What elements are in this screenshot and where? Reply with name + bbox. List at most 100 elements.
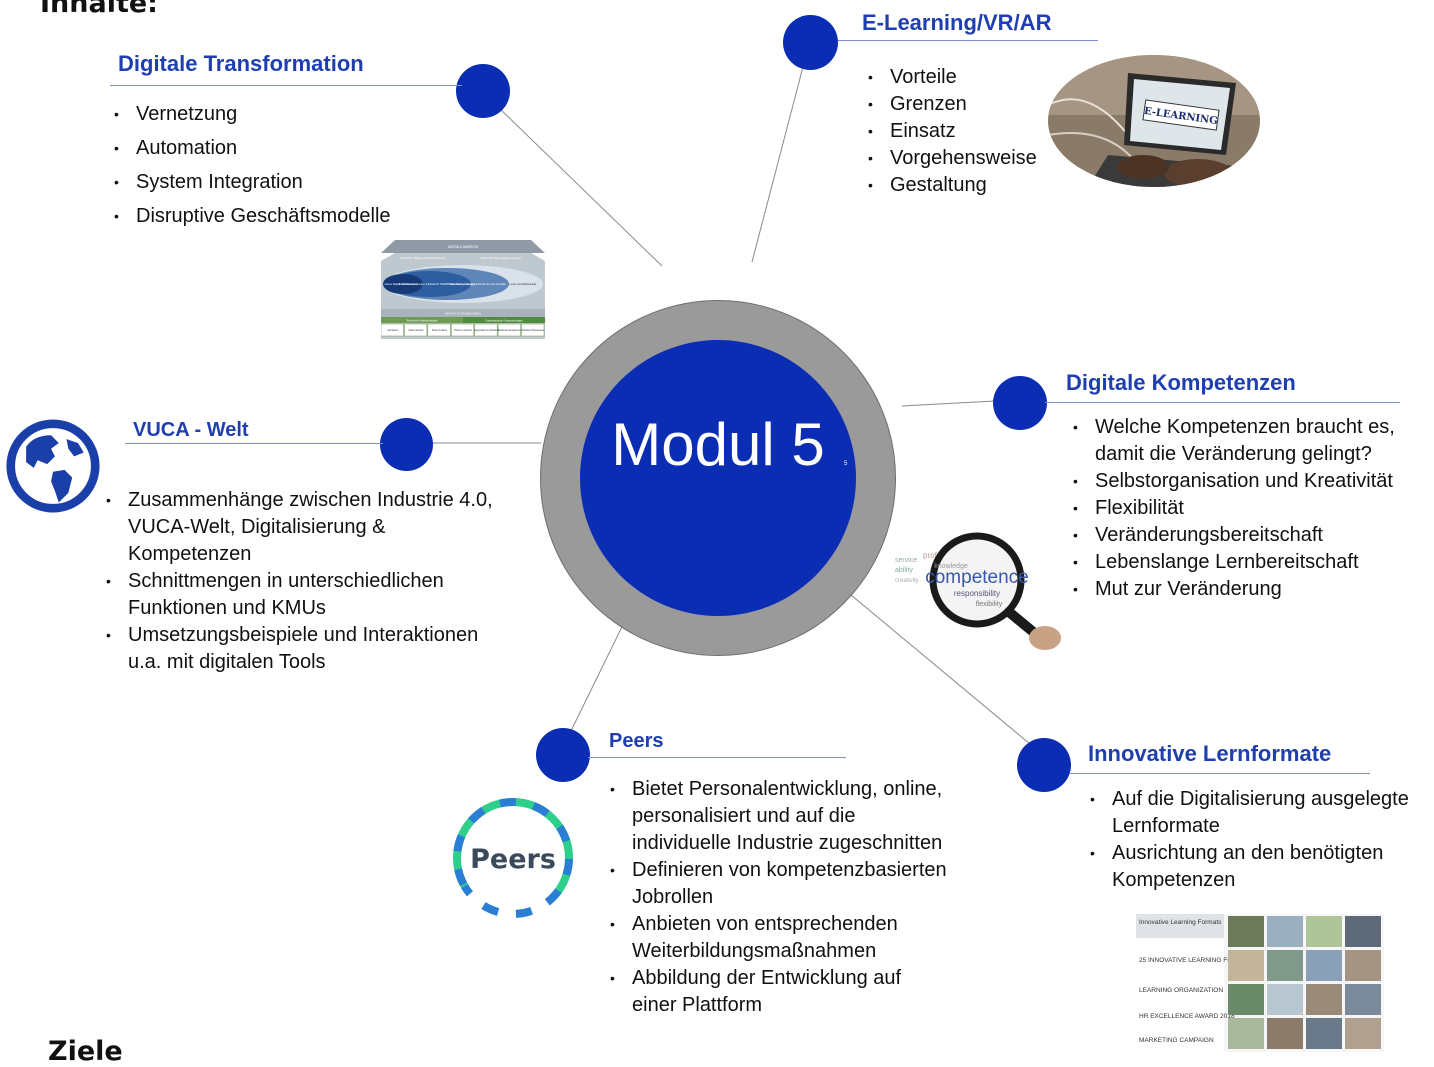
- competence-word-creativity: creativity: [895, 578, 919, 584]
- competence-word-service: service: [895, 557, 917, 564]
- house-cell-box: [497, 323, 521, 337]
- book-tile: [1306, 950, 1342, 981]
- list-item: Selbstorganisation und Kreativität: [1067, 468, 1412, 495]
- list-item: Welche Kompetenzen braucht es, damit die…: [1067, 414, 1412, 468]
- competence-magnifier-image: service ability experience professionali…: [895, 532, 1061, 650]
- book-tile: [1267, 916, 1303, 947]
- house-cell-box: [451, 323, 474, 337]
- peers-node: [536, 728, 590, 782]
- kompetenzen-underline: [1045, 402, 1400, 403]
- elearning-laptop-image: E-LEARNING: [1048, 55, 1260, 187]
- list-item: System Integration: [108, 165, 468, 199]
- competence-word-knowledge: knowledge: [934, 563, 968, 570]
- house-ellipse-3: Smart Factory Lösungen & Einsatz für neu…: [449, 283, 513, 286]
- innovative-formats-book-image: Innovative Learning Formats 25 INNOVATIV…: [1136, 914, 1384, 1052]
- list-item: Grenzen: [862, 91, 1062, 118]
- house-foundation-right: Organisatorische Voraussetzungen: [485, 320, 523, 323]
- house-ellipse-2: Smart Factory Lösungen & Einsatz für TRU…: [399, 283, 476, 286]
- house-cell-box: [404, 323, 428, 337]
- elearning-node: [783, 15, 838, 70]
- list-item: Anbieten von entsprechenden Weiterbildun…: [604, 911, 949, 965]
- innovative-underline: [1070, 773, 1370, 774]
- book-tile: [1345, 1018, 1381, 1049]
- vuca-title: VUCA - Welt: [133, 419, 249, 441]
- digital-transformation-house-image: DIGITALE AMBITION Erkennbar: Digitale Ge…: [381, 240, 545, 339]
- list-item: Umsetzungsbeispiele und Interaktionen u.…: [100, 622, 500, 676]
- book-title: Innovative Learning Formats: [1139, 919, 1222, 926]
- book-tile: [1267, 950, 1303, 981]
- connector-innovative: [844, 589, 1031, 745]
- competence-word: competence: [925, 567, 1029, 588]
- house-cell-label: Mindset/ Arbeitsweise: [522, 329, 545, 332]
- book-tile: [1345, 950, 1381, 981]
- list-item: Zusammenhänge zwischen Industrie 4.0, VU…: [100, 487, 500, 568]
- kompetenzen-list: Welche Kompetenzen braucht es, damit die…: [1067, 414, 1412, 603]
- peers-list: Bietet Personalentwicklung, online, pers…: [604, 776, 949, 1019]
- list-item: Vernetzung: [108, 97, 468, 131]
- list-item: Definieren von kompetenzbasierten Jobrol…: [604, 857, 949, 911]
- elearning-list: Vorteile Grenzen Einsatz Vorgehensweise …: [862, 64, 1062, 199]
- house-roof-text: DIGITALE AMBITION: [448, 245, 479, 249]
- book-tile: [1228, 950, 1264, 981]
- book-tile: [1228, 916, 1264, 947]
- house-cell-label: Mitarbeiter-kompetenzen: [497, 329, 523, 332]
- list-item: Automation: [108, 131, 468, 165]
- list-item: Auf die Digitalisierung ausgelegte Lernf…: [1084, 786, 1434, 840]
- list-item: Gestaltung: [862, 172, 1062, 199]
- book-line-2: LEARNING ORGANIZATION: [1139, 987, 1223, 994]
- book-line-1: 25 INNOVATIVE LEARNING FORMATS: [1139, 957, 1255, 964]
- list-item: Disruptive Geschäftsmodelle: [108, 199, 468, 233]
- house-cell-label: Organisations-strukturen: [474, 329, 500, 332]
- connector-elearning: [751, 39, 811, 263]
- center-label: Modul 5: [611, 411, 825, 478]
- kompetenzen-node: [993, 376, 1047, 430]
- vuca-list: Zusammenhänge zwischen Industrie 4.0, VU…: [100, 487, 500, 676]
- innovative-node: [1017, 738, 1071, 792]
- book-tile: [1267, 984, 1303, 1015]
- house-foundation: DIGITALE GRUNDLAGEN: [445, 312, 480, 316]
- house-ellipse-1: Interne Digitale Transformation: [385, 283, 418, 286]
- innovative-title: Innovative Lernformate: [1088, 741, 1332, 766]
- vuca-underline: [125, 443, 383, 444]
- house-cell-box: [381, 323, 404, 337]
- book-tile: [1267, 1018, 1303, 1049]
- connector-digitale-transformation: [496, 105, 663, 267]
- list-item: Mut zur Veränderung: [1067, 576, 1412, 603]
- connector-kompetenzen: [901, 400, 996, 407]
- house-cell-box: [474, 323, 498, 337]
- center-small-mark: 5: [844, 461, 848, 467]
- house-top-left: Erkennbar: Digitale Geschäftsprozesse: [401, 256, 447, 260]
- peers-logo-text: Peers: [470, 844, 556, 875]
- digitale-transformation-list: Vernetzung Automation System Integration…: [108, 97, 468, 233]
- list-item: Einsatz: [862, 118, 1062, 145]
- competence-word-responsibility: responsibility: [954, 589, 1000, 598]
- house-cell-label: Partner-netzwerk: [454, 329, 472, 332]
- digitale-transformation-title: Digitale Transformation: [118, 51, 364, 76]
- list-item: Vorteile: [862, 64, 1062, 91]
- house-cell-box: [427, 323, 451, 337]
- house-cell-box: [521, 323, 545, 337]
- book-tile: [1345, 984, 1381, 1015]
- peers-logo: Peers: [453, 798, 573, 919]
- elearning-title: E-Learning/VR/AR: [862, 10, 1052, 35]
- competence-word-ability: ability: [895, 567, 913, 574]
- book-line-3: HR EXCELLENCE AWARD 2018: [1139, 1013, 1235, 1020]
- list-item: Veränderungsbereitschaft: [1067, 522, 1412, 549]
- center-circle: [580, 340, 856, 616]
- book-tile: [1306, 916, 1342, 947]
- list-item: Vorgehensweise: [862, 145, 1062, 172]
- house-cell-label: Daten-Analyse: [432, 329, 448, 332]
- house-ellipse-4: Disruptive Geschäftsmodelle: [506, 283, 537, 286]
- book-tile: [1306, 984, 1342, 1015]
- book-tile: [1228, 1018, 1264, 1049]
- innovative-list: Auf die Digitalisierung ausgelegte Lernf…: [1084, 786, 1434, 894]
- book-tile: [1306, 1018, 1342, 1049]
- book-line-4: MARKETING CAMPAIGN: [1139, 1037, 1214, 1044]
- house-foundation-left: Technische Voraussetzungen: [406, 320, 438, 323]
- book-tile: [1228, 984, 1264, 1015]
- digitale-transformation-underline: [110, 85, 462, 86]
- competence-word-flexibility: flexibility: [976, 601, 1003, 608]
- globe-icon: [6, 419, 100, 513]
- book-tile: [1345, 916, 1381, 947]
